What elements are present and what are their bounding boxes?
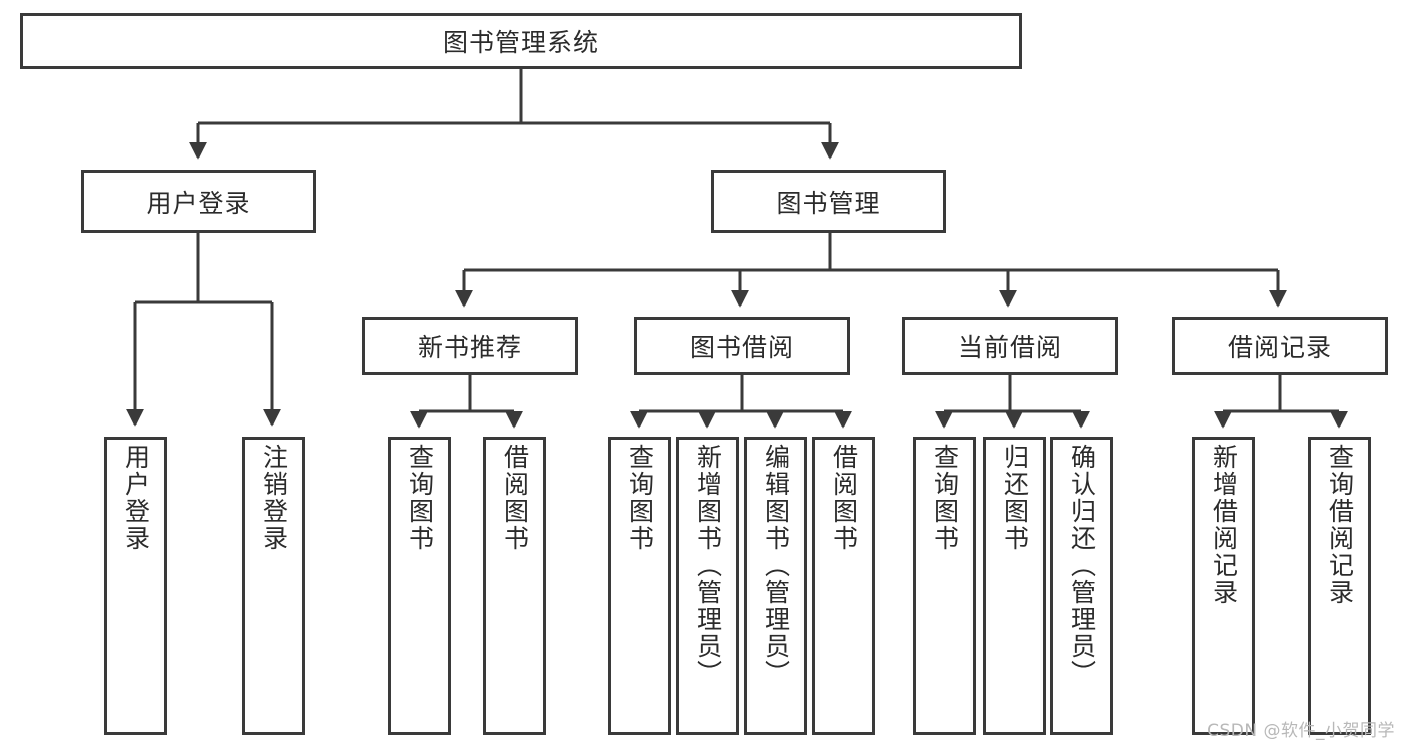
node-leaf-confirm-return-admin[interactable]: 确认归还（管理员） <box>1050 437 1113 735</box>
node-borrow-record[interactable]: 借阅记录 <box>1172 317 1388 375</box>
node-leaf-query-book-current[interactable]: 查询图书 <box>913 437 976 735</box>
node-leaf-logout[interactable]: 注销登录 <box>242 437 305 735</box>
node-root-label: 图书管理系统 <box>442 28 599 57</box>
node-leaf-query-book-recommend-label: 查询图书 <box>405 444 435 552</box>
node-leaf-add-borrow-record-label: 新增借阅记录 <box>1209 444 1239 606</box>
node-leaf-borrow-book-borrow-label: 借阅图书 <box>829 444 859 552</box>
node-current-borrow-label: 当前借阅 <box>957 333 1062 362</box>
node-book-management-label: 图书管理 <box>776 188 881 218</box>
node-leaf-query-book-borrow[interactable]: 查询图书 <box>608 437 671 735</box>
node-leaf-logout-label: 注销登录 <box>259 444 289 552</box>
node-leaf-add-borrow-record[interactable]: 新增借阅记录 <box>1192 437 1255 735</box>
node-leaf-user-login[interactable]: 用户登录 <box>104 437 167 735</box>
node-leaf-query-book-current-label: 查询图书 <box>930 444 960 552</box>
node-user-login[interactable]: 用户登录 <box>81 170 316 233</box>
node-current-borrow[interactable]: 当前借阅 <box>902 317 1118 375</box>
node-leaf-add-book-admin[interactable]: 新增图书（管理员） <box>676 437 739 735</box>
node-leaf-user-login-label: 用户登录 <box>121 444 151 552</box>
node-new-book-recommend[interactable]: 新书推荐 <box>362 317 578 375</box>
node-book-borrow-label: 图书借阅 <box>689 333 794 362</box>
node-book-borrow[interactable]: 图书借阅 <box>634 317 850 375</box>
node-leaf-edit-book-admin[interactable]: 编辑图书（管理员） <box>744 437 807 735</box>
node-leaf-query-borrow-record-label: 查询借阅记录 <box>1325 444 1355 606</box>
node-root[interactable]: 图书管理系统 <box>20 13 1022 69</box>
node-user-login-label: 用户登录 <box>146 188 251 218</box>
node-borrow-record-label: 借阅记录 <box>1227 333 1332 362</box>
node-leaf-borrow-book-recommend-label: 借阅图书 <box>500 444 530 552</box>
node-leaf-borrow-book-borrow[interactable]: 借阅图书 <box>812 437 875 735</box>
node-leaf-query-borrow-record[interactable]: 查询借阅记录 <box>1308 437 1371 735</box>
node-leaf-query-book-borrow-label: 查询图书 <box>625 444 655 552</box>
node-leaf-borrow-book-recommend[interactable]: 借阅图书 <box>483 437 546 735</box>
node-leaf-return-book[interactable]: 归还图书 <box>983 437 1046 735</box>
csdn-watermark: CSDN @软件_小贺同学 <box>1207 721 1395 741</box>
node-leaf-add-book-admin-label: 新增图书（管理员） <box>693 444 723 687</box>
node-book-management[interactable]: 图书管理 <box>711 170 946 233</box>
node-new-book-recommend-label: 新书推荐 <box>417 333 522 362</box>
node-leaf-query-book-recommend[interactable]: 查询图书 <box>388 437 451 735</box>
node-leaf-return-book-label: 归还图书 <box>1000 444 1030 552</box>
node-leaf-confirm-return-admin-label: 确认归还（管理员） <box>1067 444 1097 687</box>
node-leaf-edit-book-admin-label: 编辑图书（管理员） <box>761 444 791 687</box>
